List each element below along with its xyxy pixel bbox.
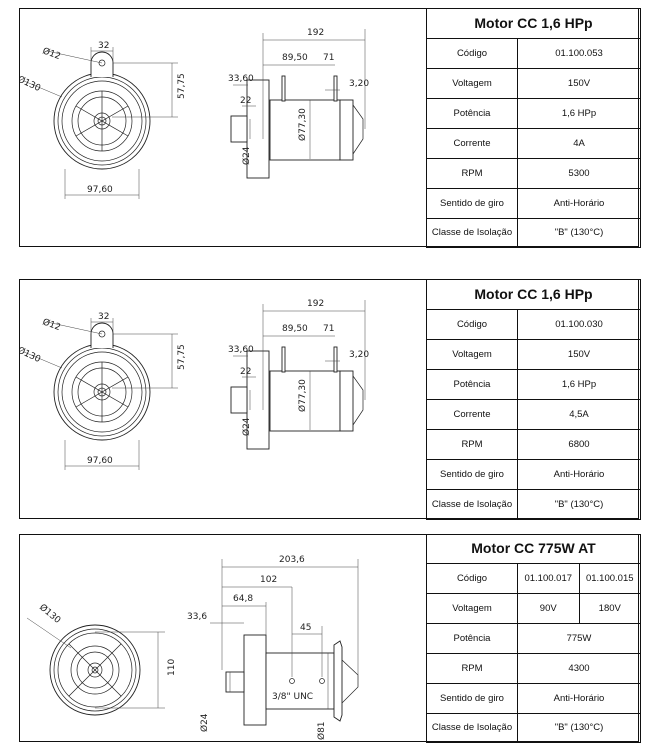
dim-d1: 102 (260, 575, 277, 585)
spec-value: 4A (517, 127, 641, 159)
dim-height: 110 (167, 659, 177, 676)
technical-drawing: 32 Ø12 Ø130 57,75 97,60 (20, 280, 425, 518)
dim-shaft: Ø24 (199, 713, 210, 732)
side-view: 192 89,50 71 33,60 22 3,20 Ø24 Ø77,30 (228, 28, 369, 179)
dim-body: Ø77,30 (297, 108, 308, 141)
dim-width-top: 32 (98, 312, 109, 322)
spec-value: 775W (517, 622, 641, 654)
spec-label: Classe de Isolação (426, 217, 518, 248)
side-view: 203,6 102 64,8 33,6 45 3/8" UNC Ø24 Ø81 (187, 555, 359, 740)
spec-value: 90V (517, 592, 580, 624)
spec-value: 4,5A (517, 398, 641, 430)
dim-shaft: Ø24 (241, 417, 252, 436)
motor-title: Motor CC 1,6 HPp (426, 278, 641, 310)
technical-drawing: 32 Ø12 Ø130 57,75 97,60 (20, 9, 425, 246)
side-view: 192 89,50 71 33,60 22 3,20 Ø24 Ø77,30 (228, 299, 369, 450)
spec-label: Sentido de giro (426, 187, 518, 219)
thread-label: 3/8" UNC (272, 692, 313, 702)
spec-label: Potência (426, 622, 518, 654)
spec-label: Corrente (426, 398, 518, 430)
spec-value: Anti-Horário (517, 458, 641, 490)
dim-total: 192 (307, 28, 324, 38)
dim-width-bottom: 97,60 (87, 185, 113, 195)
dim-d5: 3,20 (349, 350, 369, 360)
spec-value: 1,6 HPp (517, 368, 641, 400)
dim-d4: 22 (240, 367, 251, 377)
spec-value-2: 01.100.015 (578, 562, 641, 594)
motor-title: Motor CC 775W AT (426, 533, 641, 564)
spec-label: RPM (426, 157, 518, 189)
front-view: 32 Ø12 Ø130 57,75 97,60 (20, 312, 187, 470)
motor-drawing-svg: 32 Ø12 Ø130 57,75 97,60 (20, 28, 369, 199)
dim-d5: 3,20 (349, 79, 369, 89)
spec-value: "B" (130°C) (517, 488, 641, 520)
spec-value: Anti-Horário (517, 187, 641, 219)
technical-drawing: Ø130 110 (20, 535, 425, 741)
dim-d1: 89,50 (282, 324, 308, 334)
dim-d2: 64,8 (233, 594, 253, 604)
dim-d3: 33,6 (187, 612, 207, 622)
dim-body: Ø81 (316, 721, 327, 740)
spec-label: Voltagem (426, 338, 518, 370)
spec-label: Voltagem (426, 592, 518, 624)
dim-d2: 71 (323, 324, 334, 334)
spec-label: Sentido de giro (426, 458, 518, 490)
dim-height: 57,75 (177, 344, 187, 370)
spec-label: Código (426, 308, 518, 340)
spec-value: 4300 (517, 652, 641, 684)
motor-panel-1: 32 Ø12 Ø130 57,75 97,60 (19, 7, 641, 248)
dim-d1: 89,50 (282, 53, 308, 63)
motor-panel-3: Ø130 110 (19, 533, 641, 743)
dim-total: 192 (307, 299, 324, 309)
spec-value: 150V (517, 338, 641, 370)
dim-height: 57,75 (177, 73, 187, 99)
spec-label: RPM (426, 652, 518, 684)
dim-d3: 33,60 (228, 74, 254, 84)
spec-value: 6800 (517, 428, 641, 460)
spec-label: Potência (426, 97, 518, 129)
spec-label: Potência (426, 368, 518, 400)
spec-label: Código (426, 37, 518, 69)
dim-hole: Ø12 (41, 45, 62, 62)
spec-value: 01.100.030 (517, 308, 641, 340)
spec-label: Voltagem (426, 67, 518, 99)
dim-total: 203,6 (279, 555, 305, 565)
spec-value: 01.100.053 (517, 37, 641, 69)
dim-d3: 33,60 (228, 345, 254, 355)
spec-label: Classe de Isolação (426, 488, 518, 520)
dim-body: Ø77,30 (297, 379, 308, 412)
spec-value: 1,6 HPp (517, 97, 641, 129)
dim-d4: 45 (300, 623, 311, 633)
spec-value: 150V (517, 67, 641, 99)
spec-label: Código (426, 562, 518, 594)
dim-outer: Ø130 (20, 74, 43, 94)
dim-outer: Ø130 (20, 345, 43, 365)
spec-label: Corrente (426, 127, 518, 159)
spec-label: Sentido de giro (426, 682, 518, 714)
dim-outer: Ø130 (37, 602, 63, 626)
dim-d2: 71 (323, 53, 334, 63)
spec-value: 01.100.017 (517, 562, 580, 594)
motor-drawing-svg: Ø130 110 (26, 555, 359, 740)
motor-title: Motor CC 1,6 HPp (426, 7, 641, 39)
motor-drawing-svg: 32 Ø12 Ø130 57,75 97,60 (20, 299, 369, 470)
spec-value-2: 180V (578, 592, 641, 624)
front-view: 32 Ø12 Ø130 57,75 97,60 (20, 41, 187, 199)
spec-value: "B" (130°C) (517, 217, 641, 248)
spec-label: RPM (426, 428, 518, 460)
dim-width-bottom: 97,60 (87, 456, 113, 466)
spec-value: "B" (130°C) (517, 712, 641, 743)
front-view: Ø130 110 (26, 602, 177, 716)
motor-panel-2: 32 Ø12 Ø130 57,75 97,60 (19, 278, 641, 520)
dim-d4: 22 (240, 96, 251, 106)
spec-label: Classe de Isolação (426, 712, 518, 743)
dim-hole: Ø12 (41, 316, 62, 333)
spec-value: 5300 (517, 157, 641, 189)
dim-shaft: Ø24 (241, 146, 252, 165)
dim-width-top: 32 (98, 41, 109, 51)
spec-value: Anti-Horário (517, 682, 641, 714)
